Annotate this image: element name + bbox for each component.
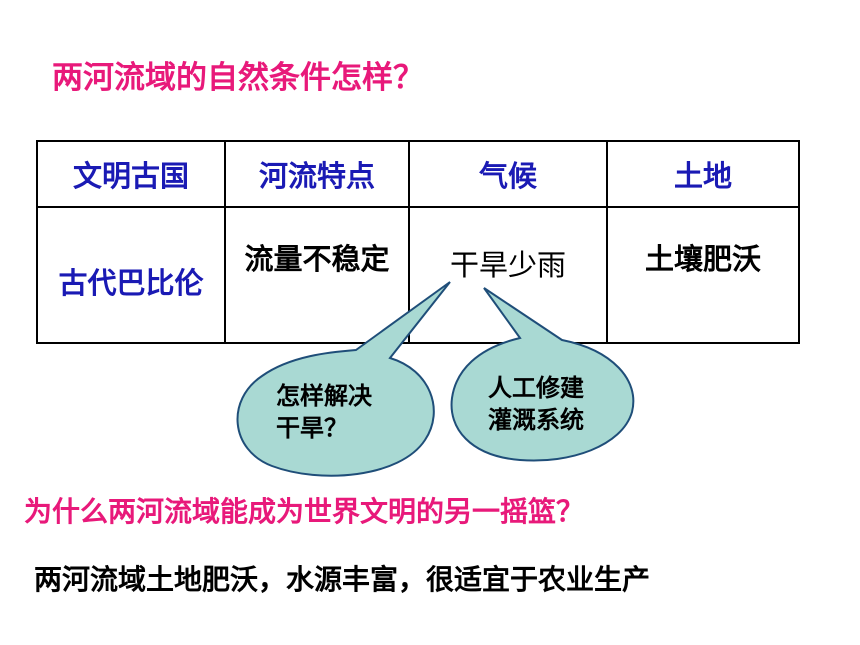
cell-land: 土壤肥沃	[606, 206, 800, 344]
answer-line-1: 人工修建	[488, 374, 584, 402]
answer-bubble-text: 人工修建 灌溉系统	[488, 372, 584, 436]
header-land: 土地	[606, 140, 800, 208]
cell-civilization: 古代巴比伦	[36, 206, 226, 344]
table-header-row: 文明古国 河流特点 气候 土地	[36, 140, 800, 208]
answer-line-2: 灌溉系统	[488, 406, 584, 434]
conditions-table: 文明古国 河流特点 气候 土地 古代巴比伦 流量不稳定 干旱少雨 土壤肥沃	[36, 140, 800, 344]
header-river: 河流特点	[224, 140, 410, 208]
table-row: 古代巴比伦 流量不稳定 干旱少雨 土壤肥沃	[36, 206, 800, 344]
question-line-2: 干旱？	[276, 414, 348, 442]
question-line-1: 怎样解决	[276, 382, 372, 410]
second-question: 为什么两河流域能成为世界文明的另一摇篮？	[24, 495, 585, 528]
cell-river: 流量不稳定	[224, 206, 410, 344]
answer-text: 两河流域土地肥沃，水源丰富，很适宜于农业生产	[34, 563, 651, 596]
header-climate: 气候	[408, 140, 608, 208]
climate-feature: 干旱少雨	[449, 248, 566, 282]
question-bubble-text: 怎样解决 干旱？	[276, 380, 372, 444]
header-civilization: 文明古国	[36, 140, 226, 208]
cell-climate: 干旱少雨	[408, 206, 608, 344]
page-title: 两河流域的自然条件怎样？	[52, 60, 424, 96]
land-feature: 土壤肥沃	[644, 242, 761, 276]
river-feature: 流量不稳定	[244, 242, 390, 276]
civilization-name: 古代巴比伦	[58, 266, 204, 300]
